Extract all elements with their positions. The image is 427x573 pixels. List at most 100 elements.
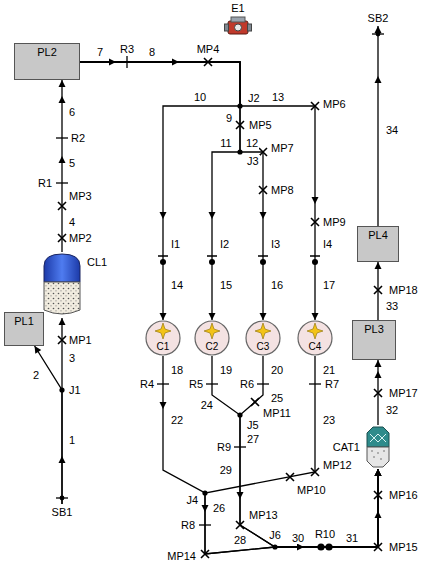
flow-arrow — [59, 96, 66, 103]
junction-dots — [59, 32, 380, 550]
pipe-number: 2 — [32, 369, 40, 381]
arrow-head — [35, 346, 42, 354]
plenum-box: PL3 — [352, 320, 396, 360]
pipe-number: 16 — [270, 279, 284, 291]
injector-label: I1 — [170, 238, 181, 250]
cylinder-outline — [195, 321, 229, 355]
arrow-head — [375, 469, 382, 476]
injector-label: I2 — [219, 238, 230, 250]
flow-arrow — [297, 544, 304, 551]
junction-dot — [237, 149, 242, 154]
orifice-label: R5 — [188, 378, 204, 390]
monitor-cross — [374, 491, 382, 499]
catalyst-grid — [370, 434, 386, 442]
node-label: C4 — [309, 341, 322, 352]
monitor-cross — [311, 468, 319, 476]
orifice-label: R9 — [216, 441, 232, 453]
arrow-head — [59, 80, 66, 87]
spark-symbol — [307, 323, 323, 339]
flow-arrow — [312, 197, 319, 204]
node-label: PL1 — [14, 315, 34, 327]
pipe-connector — [163, 356, 382, 554]
pipe-number: 34 — [385, 124, 399, 136]
cylinder-outline — [298, 321, 332, 355]
node-label: PL3 — [364, 323, 384, 335]
monitor-label: MP4 — [196, 43, 221, 55]
pipe-number: 28 — [233, 534, 247, 546]
pipe-connector — [80, 62, 240, 320]
pipe-number: 4 — [68, 216, 76, 228]
pipe-line — [163, 356, 378, 554]
orifice-label: R2 — [70, 132, 86, 144]
monitor-label: MP11 — [262, 407, 292, 419]
pipe-number: 24 — [200, 399, 214, 411]
flow-arrows — [59, 59, 382, 551]
orifice-symbol — [325, 543, 332, 550]
monitor-cross — [251, 398, 259, 406]
monitor-label: MP1 — [68, 334, 93, 346]
air-cleaner-shape — [42, 252, 82, 318]
pipe-number: 8 — [148, 46, 156, 58]
flow-arrow — [237, 492, 244, 499]
monitor-cross — [204, 58, 212, 66]
monitor-cross — [311, 218, 319, 226]
pipe-number: 29 — [219, 464, 233, 476]
junction-dot — [237, 412, 242, 417]
monitor-cross — [311, 102, 319, 110]
injector-label: I3 — [270, 238, 281, 250]
pipe-connector — [205, 356, 382, 554]
orifice-label: R10 — [314, 528, 336, 540]
arrow-head — [160, 313, 167, 320]
pipe-connector — [375, 262, 382, 320]
monitor-cross — [259, 148, 267, 156]
injector-symbol — [209, 259, 215, 265]
cylinder-circle: C2 — [194, 320, 230, 356]
pipe-connector — [375, 360, 382, 425]
arrow-head — [209, 313, 216, 320]
node-label: C1 — [157, 341, 170, 352]
catalyst: CAT1 — [365, 425, 391, 469]
flow-arrow — [202, 505, 209, 512]
flow-arrow — [375, 511, 382, 518]
engine-side — [248, 24, 252, 31]
pipe-line — [61, 80, 62, 252]
pipe-number: 30 — [291, 532, 305, 544]
pipe-number: 5 — [68, 157, 76, 169]
cleaner-dome — [44, 254, 80, 282]
arrow-head — [312, 313, 319, 320]
arrow-head — [375, 469, 382, 476]
pipe-number: 12 — [245, 137, 259, 149]
pipe-number: 20 — [270, 364, 284, 376]
node-label: SB2 — [365, 10, 392, 26]
pipe-number: 26 — [212, 502, 226, 514]
orifice-symbol — [234, 446, 246, 447]
arrow-head — [375, 360, 382, 367]
flow-arrow — [209, 212, 216, 219]
flow-arrow — [375, 371, 382, 378]
catalyst-top — [367, 427, 389, 447]
pipe-number: 11 — [219, 137, 232, 149]
monitor-label: MP5 — [248, 119, 273, 131]
monitor-cross — [374, 389, 382, 397]
monitor-label: MP2 — [68, 232, 93, 244]
plenum-box: PL1 — [4, 312, 44, 346]
arrow-head — [59, 318, 66, 325]
pipe-number: 17 — [322, 279, 336, 291]
monitor-label: MP10 — [296, 484, 327, 496]
pipe-number: 19 — [219, 364, 233, 376]
orifice-symbol — [257, 383, 269, 384]
pipe-number: 33 — [385, 300, 399, 312]
boundary-cap — [372, 33, 384, 34]
engine-side — [225, 24, 229, 31]
monitor-marks — [58, 58, 382, 558]
arrow-head — [375, 262, 382, 269]
node-label: C2 — [206, 341, 219, 352]
spark-symbol — [155, 323, 171, 339]
orifice-label: R6 — [239, 378, 255, 390]
flow-arrow — [160, 402, 167, 409]
orifice-label: R3 — [119, 43, 135, 55]
pipe-connector — [59, 80, 66, 252]
monitor-cross — [236, 121, 244, 129]
monitor-label: MP18 — [388, 284, 419, 296]
monitor-label: MP3 — [68, 190, 93, 202]
